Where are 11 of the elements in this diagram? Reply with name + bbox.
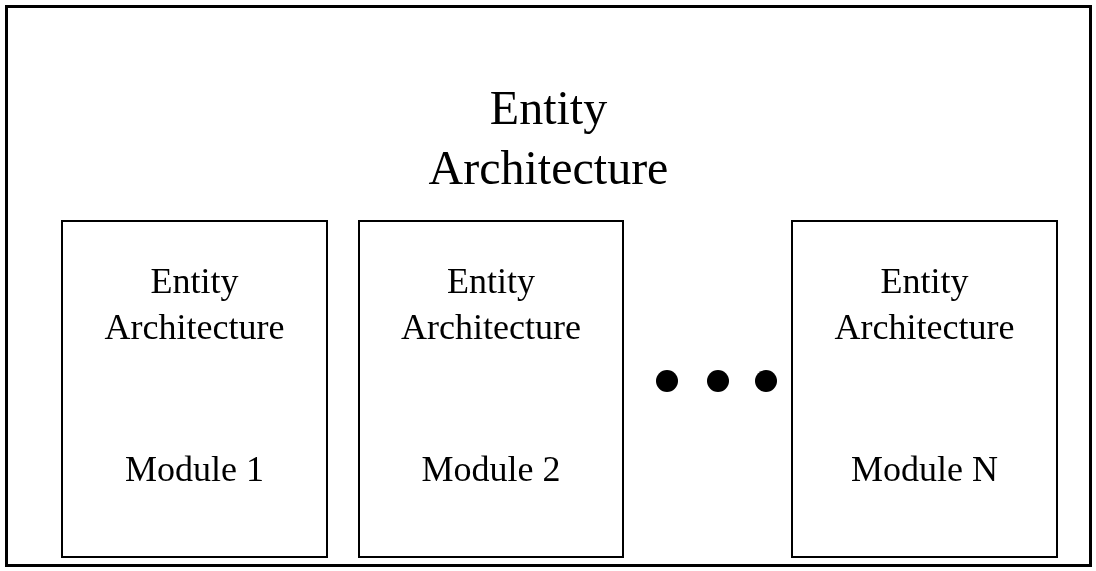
module-box xyxy=(61,220,328,558)
heading-text: Entity Architecture xyxy=(400,260,582,349)
outer-box xyxy=(5,5,1092,567)
module-label: Module N xyxy=(850,448,999,491)
module-label: Module 1 xyxy=(124,448,265,491)
module-box xyxy=(791,220,1058,558)
heading-text: Entity Architecture xyxy=(427,80,670,196)
module-label: Module 2 xyxy=(420,448,562,491)
module-box xyxy=(358,220,624,558)
heading-text: Entity Architecture xyxy=(833,260,1016,349)
heading-text: Entity Architecture xyxy=(103,260,286,349)
